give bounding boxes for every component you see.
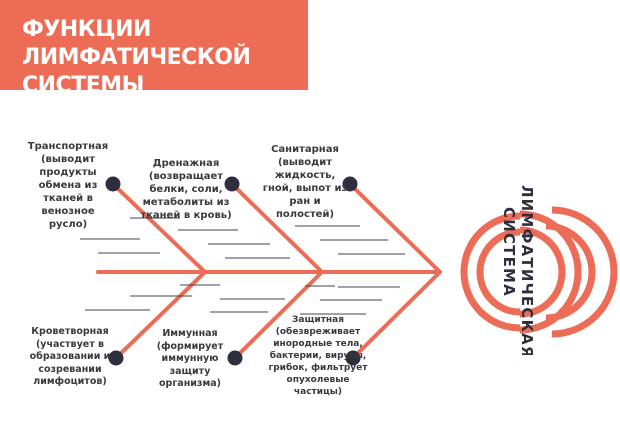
function-detail: (возвращает белки, соли, метаболиты из т… xyxy=(140,171,232,221)
function-detail: (выводит жидкость, гной, выпот из ран и … xyxy=(262,157,348,220)
function-label-sanitary: Санитарная (выводит жидкость, гной, выпо… xyxy=(262,143,348,221)
node-protective xyxy=(345,350,361,366)
function-name: Санитарная xyxy=(271,144,339,155)
function-name: Транспортная xyxy=(27,141,109,152)
writing-lines xyxy=(80,217,405,315)
head-arcs-right xyxy=(545,206,618,338)
page-title: ФУНКЦИИ ЛИМФАТИЧЕСКОЙ СИСТЕМЫ xyxy=(22,17,251,98)
function-name: Кроветворная xyxy=(31,326,109,337)
head-arcs xyxy=(460,210,582,334)
head-label: ЛИМФАТИЧЕСКАЯ СИСТЕМА xyxy=(500,185,536,355)
bone-drainage xyxy=(230,182,324,274)
head-label-line1: ЛИМФАТИЧЕСКАЯ xyxy=(518,185,536,355)
function-label-immune: Иммунная (формирует иммунную защиту орга… xyxy=(150,328,230,391)
node-transport xyxy=(105,176,121,192)
function-label-drainage: Дренажная (возвращает белки, соли, метаб… xyxy=(140,157,232,222)
bone-transport xyxy=(111,182,207,274)
function-label-protective: Защитная (обезвреживает инородные тела, … xyxy=(262,314,374,398)
bone-sanitary xyxy=(348,182,442,274)
function-detail: (формирует иммунную защиту организма) xyxy=(156,340,224,390)
function-detail: (выводит продукты обмена из тканей в вен… xyxy=(38,154,98,230)
function-name: Защитная xyxy=(291,315,344,325)
bone-protective xyxy=(351,270,442,360)
node-drainage xyxy=(224,176,240,192)
head-label-line2: СИСТЕМА xyxy=(500,207,518,297)
function-detail: (участвует в образовании и созревании ли… xyxy=(29,338,111,388)
node-immune xyxy=(227,350,243,366)
node-hematopoietic xyxy=(108,350,124,366)
function-label-transport: Транспортная (выводит продукты обмена из… xyxy=(24,140,112,231)
bone-hematopoietic xyxy=(114,270,207,360)
function-detail: (обезвреживает инородные тела, бактерии,… xyxy=(268,327,368,397)
node-sanitary xyxy=(342,176,358,192)
function-name: Иммунная xyxy=(162,328,218,339)
function-label-hematopoietic: Кроветворная (участвует в образовании и … xyxy=(26,326,114,389)
title-banner xyxy=(0,0,308,90)
function-name: Дренажная xyxy=(152,158,220,169)
